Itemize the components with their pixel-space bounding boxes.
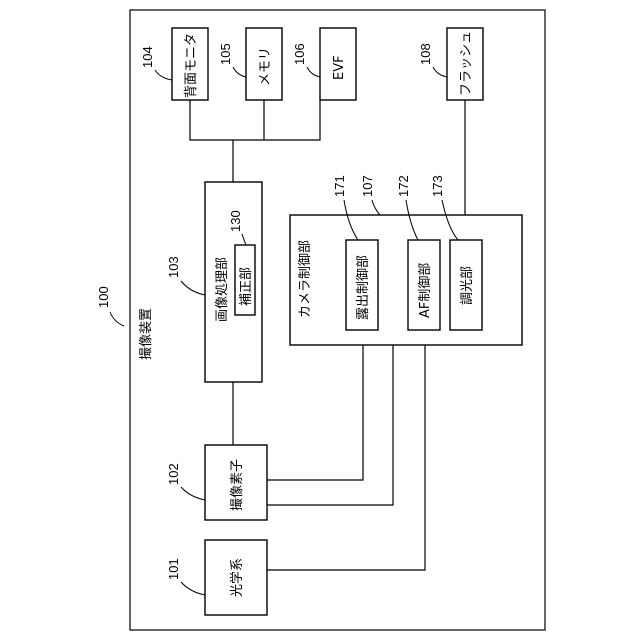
rear-monitor-label: 背面モニタ bbox=[184, 33, 199, 98]
af-control-label: AF制御部 bbox=[418, 263, 433, 318]
image-sensor-leader bbox=[181, 487, 205, 500]
evf-ref: 106 bbox=[292, 43, 307, 65]
device-ref: 100 bbox=[96, 286, 111, 308]
flash-leader bbox=[433, 67, 447, 77]
image-sensor-label: 撮像素子 bbox=[229, 459, 245, 511]
light-control-label: 調光部 bbox=[460, 266, 475, 305]
exposure-control-label: 露出制御部 bbox=[356, 255, 371, 320]
optical-system-label: 光学系 bbox=[229, 558, 245, 597]
rear-monitor-leader bbox=[155, 70, 172, 80]
image-processor-label: 画像処理部 bbox=[215, 257, 230, 322]
correction-ref: 130 bbox=[228, 210, 243, 232]
device-leader bbox=[110, 312, 124, 326]
camera-controller-label: カメラ制御部 bbox=[298, 240, 313, 318]
evf-label: EVF bbox=[332, 55, 347, 80]
camera-controller-box bbox=[290, 215, 522, 345]
camera-controller-leader bbox=[372, 200, 380, 215]
device-label: 撮像装置 bbox=[138, 308, 154, 360]
memory-label: メモリ bbox=[258, 47, 273, 86]
output-bus bbox=[190, 100, 320, 140]
memory-leader bbox=[233, 67, 246, 77]
optical-system-ref: 101 bbox=[166, 558, 181, 580]
af-control-ref: 172 bbox=[396, 175, 411, 197]
light-control-ref: 173 bbox=[430, 175, 445, 197]
image-sensor-ref: 102 bbox=[166, 463, 181, 485]
exposure-to-sensor bbox=[267, 330, 363, 480]
flash-ref: 108 bbox=[418, 43, 433, 65]
optical-system-leader bbox=[181, 582, 205, 595]
evf-leader bbox=[307, 67, 320, 77]
image-processor-leader bbox=[181, 281, 205, 295]
image-processor-ref: 103 bbox=[166, 256, 181, 278]
memory-ref: 105 bbox=[218, 43, 233, 65]
rear-monitor-ref: 104 bbox=[140, 46, 155, 68]
flash-label: フラッシュ bbox=[459, 31, 474, 96]
camera-controller-ref: 107 bbox=[360, 175, 375, 197]
af-to-optical-system bbox=[267, 330, 425, 570]
exposure-control-ref: 171 bbox=[332, 175, 347, 197]
correction-label: 補正部 bbox=[239, 267, 254, 306]
